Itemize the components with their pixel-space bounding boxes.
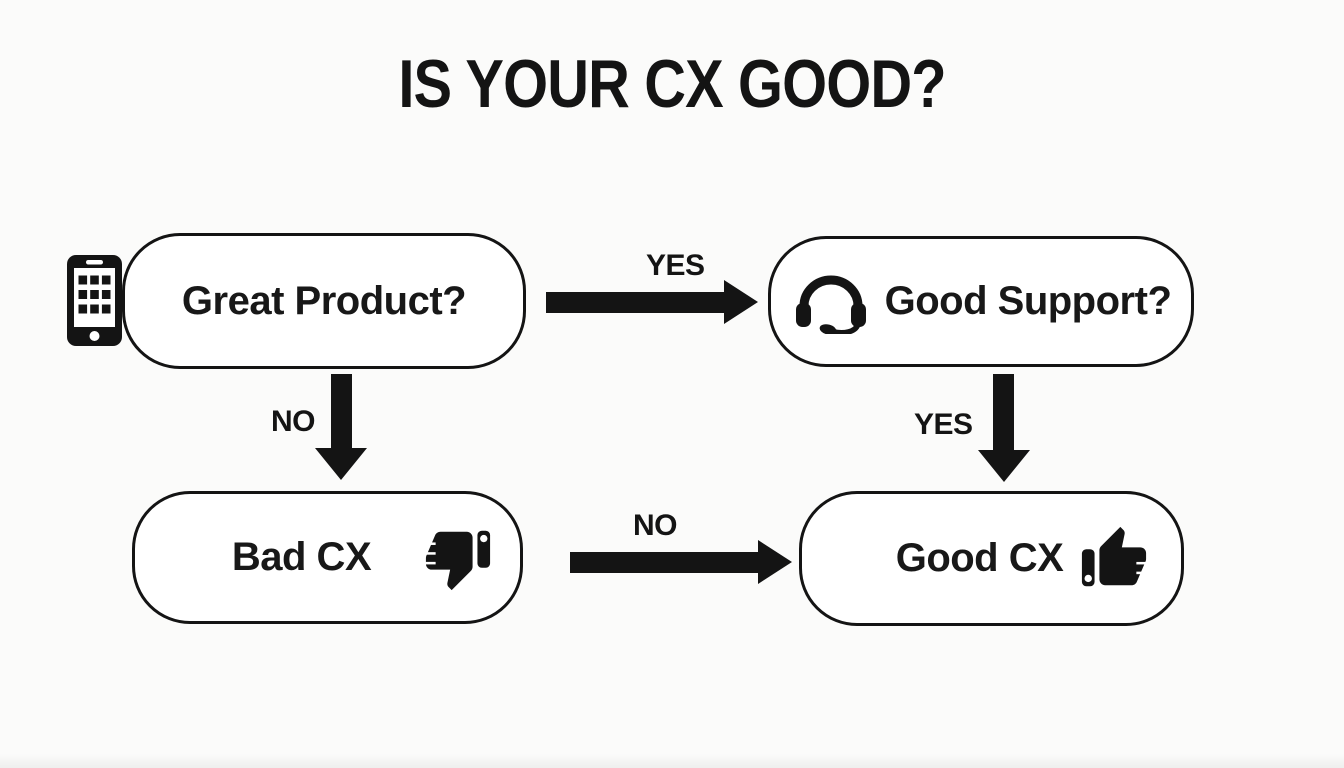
arrow-shaft: [331, 374, 352, 450]
edge-label-yes: YES: [914, 408, 973, 441]
smartphone-icon: [67, 255, 122, 346]
node-good-cx: Good CX: [799, 491, 1184, 626]
headset-icon: [791, 270, 871, 334]
arrow-shaft: [546, 292, 724, 313]
node-label-good-support: Good Support?: [884, 279, 1172, 323]
arrow-head-right-icon: [724, 280, 758, 324]
edge-label-no: NO: [271, 405, 316, 438]
node-bad-cx: Bad CX: [132, 491, 523, 624]
arrow-shaft: [993, 374, 1014, 452]
edge-label-no: NO: [633, 509, 678, 542]
node-label-good-cx: Good CX: [895, 536, 1064, 580]
edge-label-yes: YES: [646, 249, 705, 282]
node-good-support: Good Support?: [768, 236, 1194, 367]
thumbs-down-icon: [423, 523, 493, 593]
arrow-head-down-icon: [978, 450, 1030, 482]
thumbs-up-icon: [1079, 524, 1150, 594]
node-great-product: Great Product?: [67, 233, 526, 369]
page-title: IS YOUR CX GOOD?: [398, 46, 946, 122]
arrow-shaft: [570, 552, 758, 573]
node-label-great-product: Great Product?: [181, 278, 467, 323]
arrow-head-down-icon: [315, 448, 367, 480]
arrow-head-right-icon: [758, 540, 792, 584]
node-label-bad-cx: Bad CX: [231, 535, 372, 579]
